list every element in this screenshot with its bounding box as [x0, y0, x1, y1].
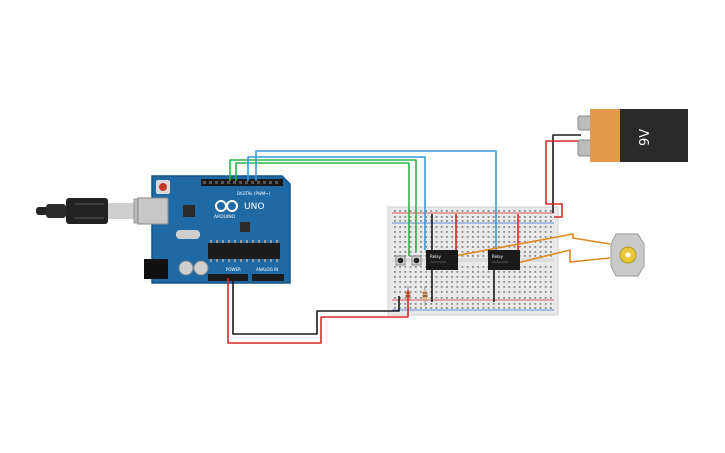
battery-9v[interactable]: 9V — [577, 109, 688, 162]
wire-battery-pos[interactable] — [545, 140, 581, 218]
wire-motor-1[interactable] — [448, 233, 611, 258]
wires — [227, 134, 611, 344]
relay-2[interactable]: Relay — [488, 250, 520, 270]
relay-1[interactable]: Relay — [426, 250, 458, 270]
wire-blue-1[interactable] — [247, 156, 426, 250]
motor-shaft-icon — [625, 252, 631, 258]
analog-pin-header[interactable] — [252, 274, 284, 281]
wire-green-2[interactable] — [235, 162, 410, 256]
wire-battery-neg[interactable] — [552, 134, 581, 213]
wire-motor-2[interactable] — [512, 249, 611, 265]
relay-1-label: Relay — [430, 254, 442, 259]
power-header-label: POWER — [226, 267, 241, 272]
digital-header-label: DIGITAL (PWM~) — [237, 191, 271, 196]
wire-green-1[interactable] — [229, 159, 417, 252]
relay-2-label: Relay — [492, 254, 504, 259]
arduino-logo-icon — [215, 200, 238, 212]
power-jack — [144, 259, 168, 279]
dc-motor[interactable] — [610, 233, 645, 277]
usb-jack — [137, 197, 169, 225]
brand-label: ARDUINO — [214, 214, 236, 220]
battery-terminal-1 — [577, 115, 593, 131]
power-pin-header[interactable] — [208, 274, 248, 281]
wire-5v[interactable] — [227, 278, 409, 344]
push-button-2[interactable] — [411, 255, 422, 266]
wire-ground[interactable] — [232, 278, 400, 335]
model-label: UNO — [244, 202, 264, 212]
arduino-uno-board[interactable]: DIGITAL (PWM~) UNO ARDUINO POWER ANA — [137, 175, 291, 284]
battery-voltage-label: 9V — [638, 129, 653, 146]
analog-header-label: ANALOG IN — [256, 267, 278, 272]
push-button-1[interactable] — [395, 255, 406, 266]
atmega-chip — [208, 243, 280, 259]
resistor-2[interactable] — [422, 286, 428, 306]
battery-terminal-2 — [577, 139, 593, 157]
wire-blue-2[interactable] — [255, 150, 497, 250]
